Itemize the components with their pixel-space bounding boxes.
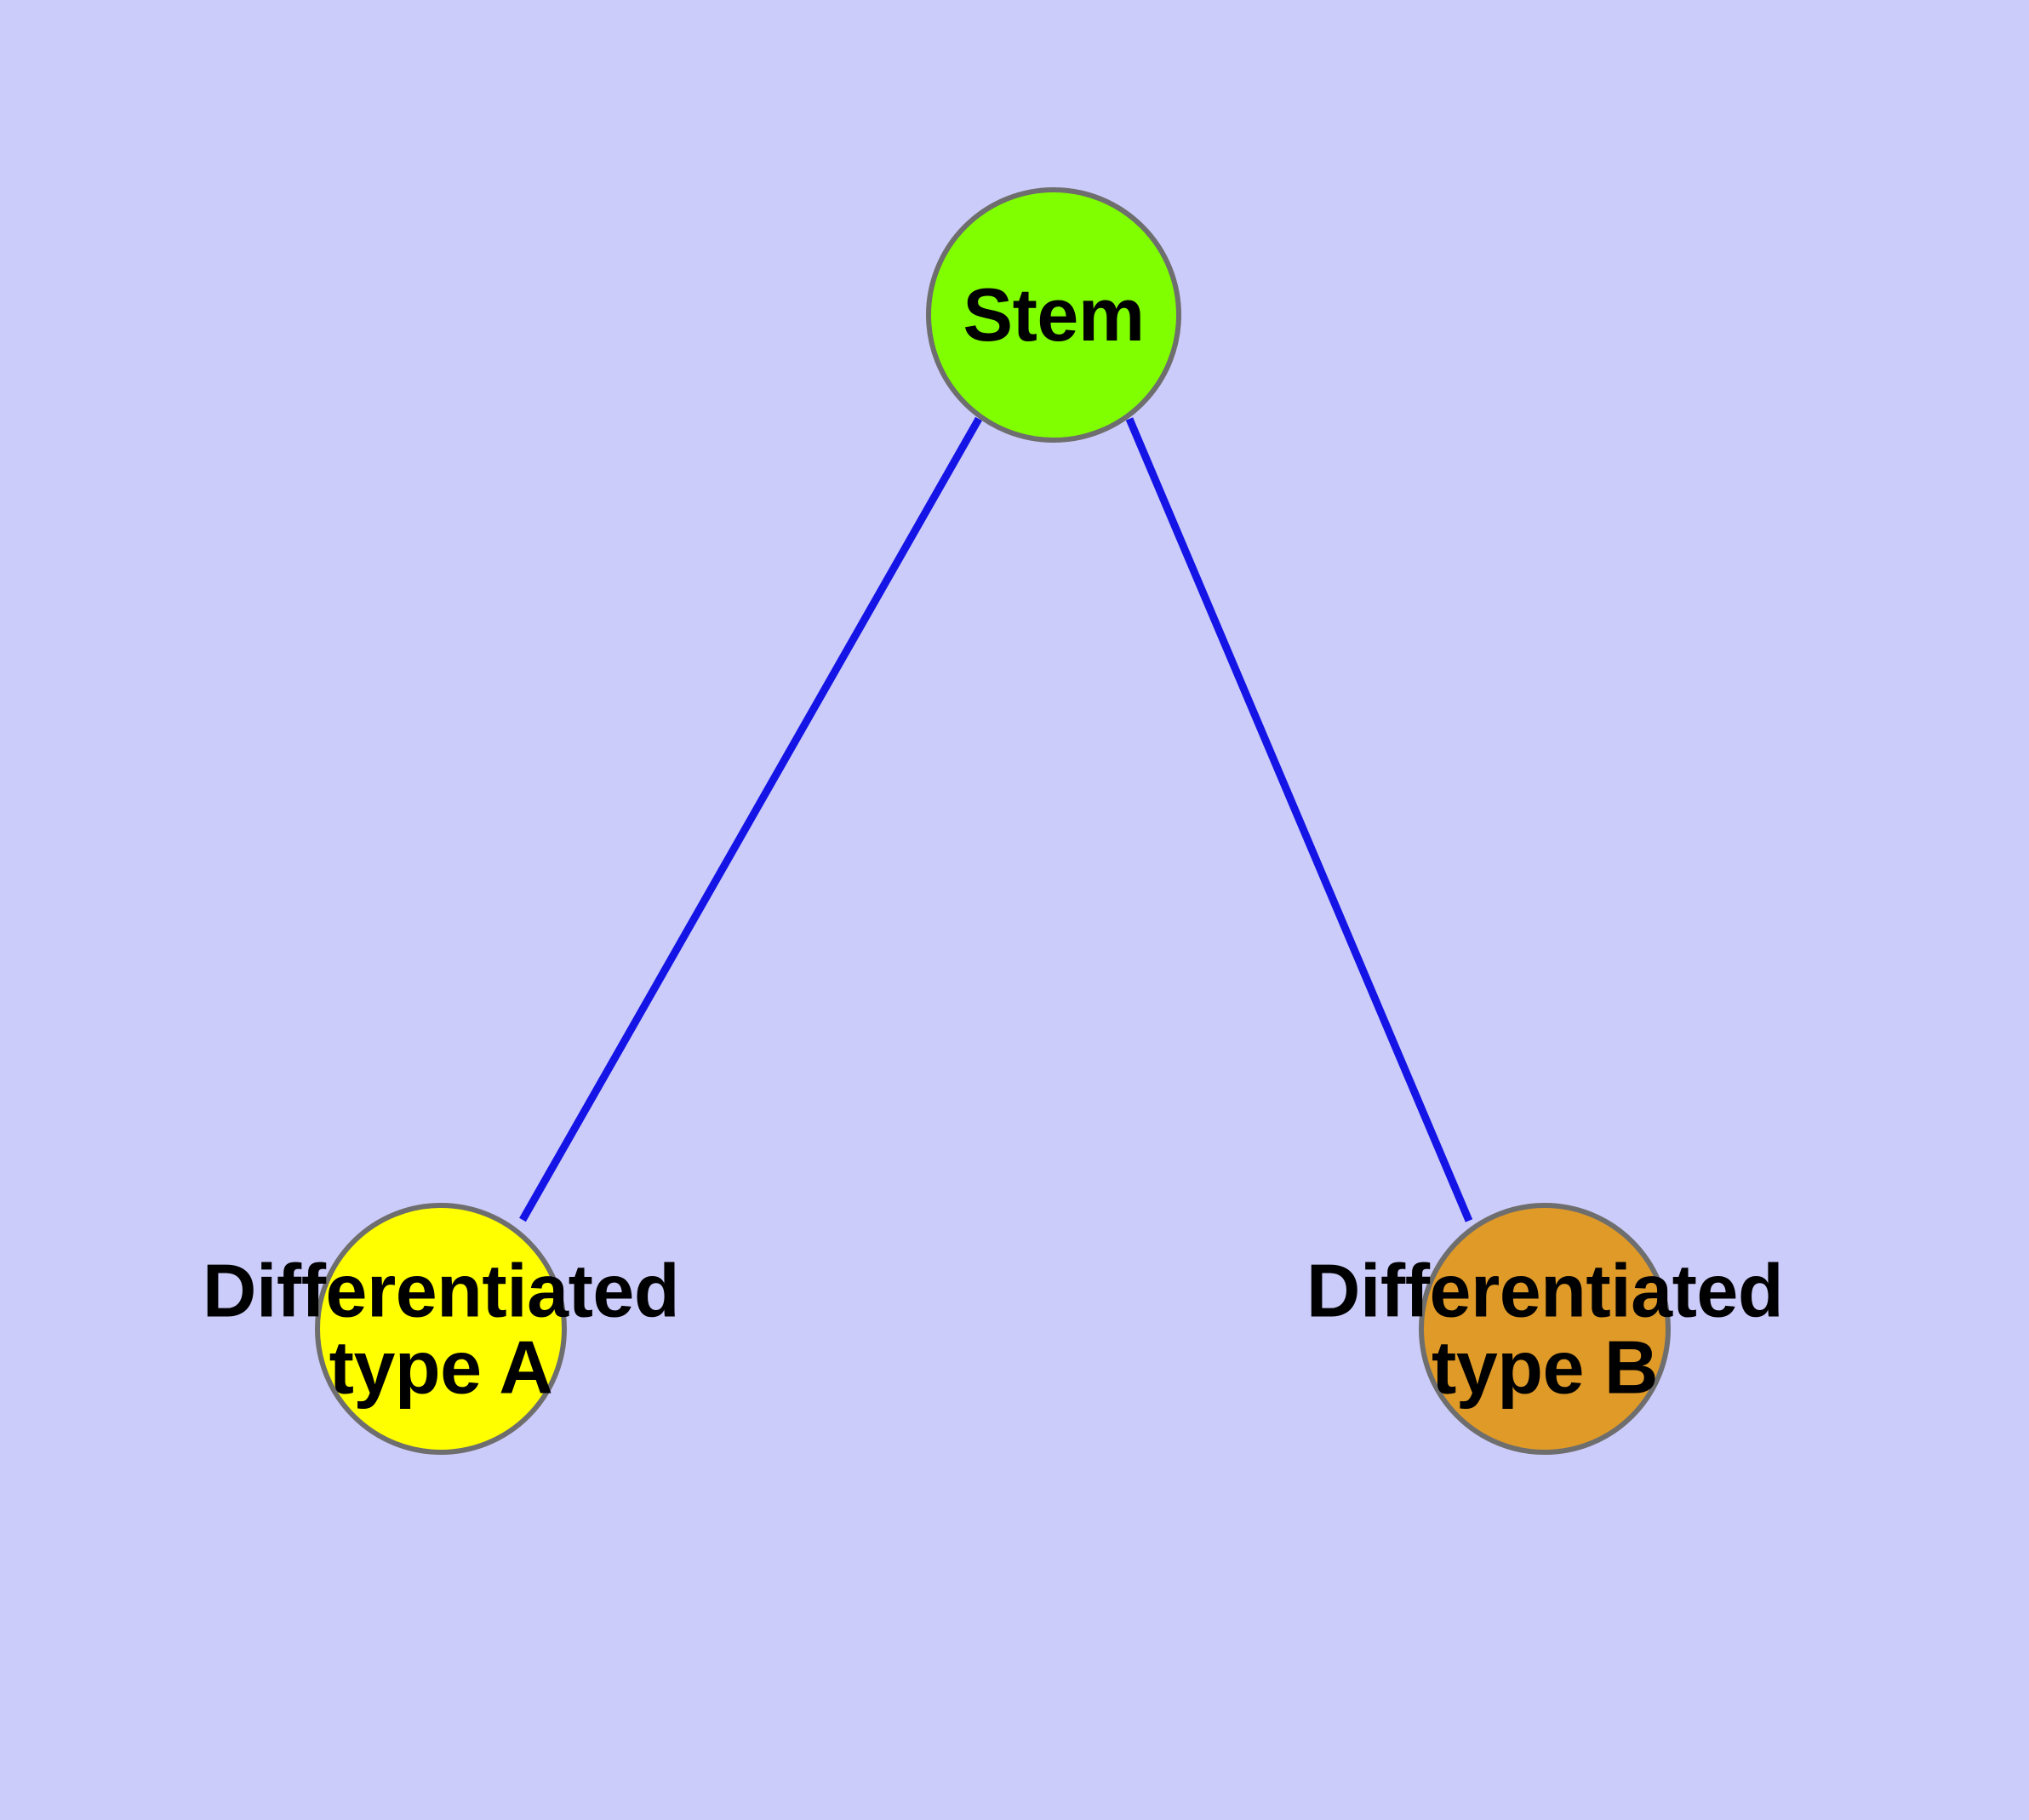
edge-stem-to-differentiated-b[interactable] — [1125, 417, 1473, 1222]
edge-stem-to-differentiated-a[interactable] — [519, 416, 982, 1222]
edge-layer — [519, 416, 1473, 1222]
node-differentiated-type-b[interactable] — [1419, 1203, 1671, 1455]
node-layer — [315, 187, 1671, 1455]
node-stem[interactable] — [926, 187, 1181, 443]
node-differentiated-type-a[interactable] — [315, 1203, 567, 1455]
